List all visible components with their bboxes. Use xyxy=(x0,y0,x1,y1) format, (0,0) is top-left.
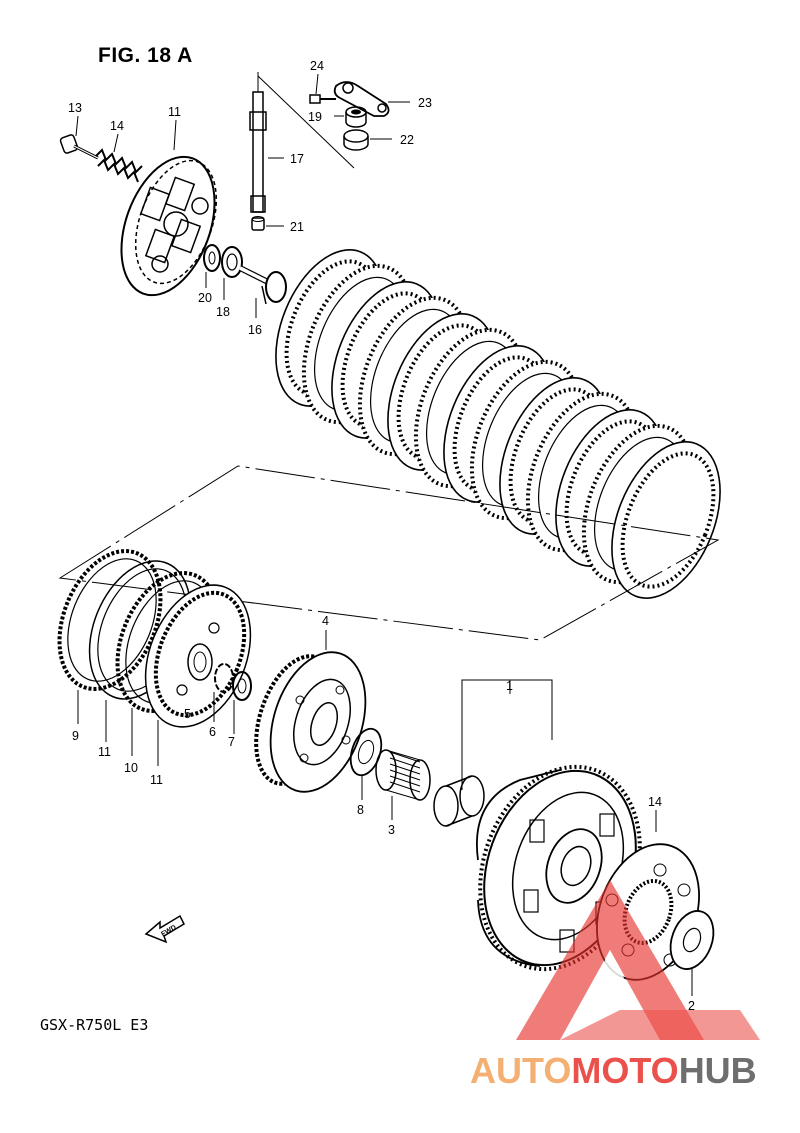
watermark-part-moto: MOTO xyxy=(571,1050,679,1091)
callout-20: 19 xyxy=(308,110,322,124)
spring-13 xyxy=(95,148,143,183)
watermark-text: AUTOMOTOHUB xyxy=(470,1050,757,1091)
spring-washer-6 xyxy=(214,663,234,693)
watermark-part-auto: AUTO xyxy=(470,1050,572,1091)
callout-11b: 11 xyxy=(150,773,163,787)
washer-7 xyxy=(232,671,252,701)
figure-title: FIG. 18 A xyxy=(98,44,193,67)
callout-13: 14 xyxy=(110,119,124,133)
callout-22: 22 xyxy=(400,133,414,147)
plate-9 xyxy=(57,549,163,691)
bearing-20 xyxy=(345,106,367,128)
automotohub-watermark-logo xyxy=(516,880,760,1040)
callout-6: 6 xyxy=(209,725,216,739)
callout-2: 2 xyxy=(688,999,695,1013)
callout-9: 9 xyxy=(72,729,79,743)
spring-seat-5 xyxy=(187,643,213,681)
bolt-24 xyxy=(309,94,336,104)
callout-7: 7 xyxy=(228,735,235,749)
push-rod-17 xyxy=(249,72,267,213)
sleeve-hub-4 xyxy=(254,651,367,793)
fwd-arrow-icon: FWD xyxy=(144,914,185,944)
spacer xyxy=(433,775,485,827)
callout-17: 17 xyxy=(290,152,304,166)
pressure-plate-12 xyxy=(120,155,218,297)
watermark-part-hub: HUB xyxy=(678,1050,757,1091)
callout-19: 20 xyxy=(198,291,212,305)
callout-24: 24 xyxy=(310,59,324,73)
needle-bearing-3 xyxy=(375,749,431,801)
push-piece-16 xyxy=(238,265,287,305)
pin-21 xyxy=(251,216,265,231)
callout-16: 16 xyxy=(248,323,262,337)
callout-1: 1 xyxy=(506,679,513,693)
callout-14: 13 xyxy=(68,101,82,115)
callout-4: 4 xyxy=(322,614,329,628)
plate-11b xyxy=(144,584,252,728)
oil-seal-22 xyxy=(343,129,369,151)
lever-23 xyxy=(333,81,390,117)
clutch-plate-stack xyxy=(275,249,721,599)
washer-2 xyxy=(669,910,715,970)
callout-12: 11 xyxy=(168,105,181,119)
callout-5: 5 xyxy=(184,707,191,721)
callout-18: 18 xyxy=(216,305,230,319)
bolt-14 xyxy=(59,134,99,160)
callout-11a: 11 xyxy=(98,745,111,759)
leader-lines xyxy=(75,73,693,996)
washer-19 xyxy=(203,244,221,272)
model-code: GSX-R750L E3 xyxy=(40,1016,149,1034)
friction-plate xyxy=(611,441,721,599)
callout-23: 23 xyxy=(418,96,432,110)
callout-3: 3 xyxy=(388,823,395,837)
callout-15: 14 xyxy=(648,795,662,809)
callout-numbers: 13 14 11 24 23 19 22 17 21 20 18 16 4 1 … xyxy=(68,59,695,1013)
callout-10: 10 xyxy=(124,761,138,775)
bearing-18 xyxy=(221,246,243,278)
callout-8: 8 xyxy=(357,803,364,817)
callout-21: 21 xyxy=(290,220,304,234)
